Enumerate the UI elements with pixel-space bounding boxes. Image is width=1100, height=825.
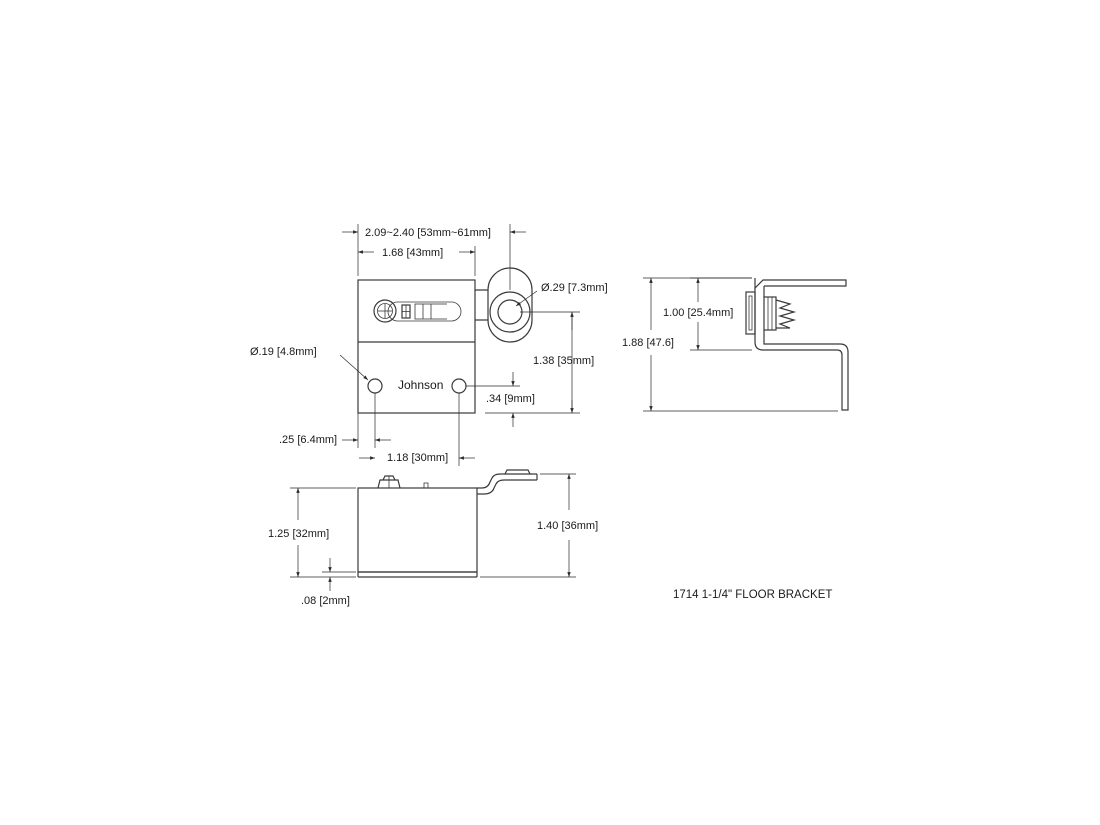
roller-hole [497, 299, 523, 325]
side-view [745, 278, 849, 411]
drawing-caption: 1714 1-1/4" FLOOR BRACKET [673, 589, 832, 601]
logo-text: Johnson [398, 378, 443, 392]
side-view-dimensions: 1.88 [47.6] 1.00 [25.4mm] [622, 277, 838, 412]
side-plate [745, 291, 756, 335]
dim-overall-height: 1.40 [36mm] [537, 520, 598, 532]
bottom-view-dimensions: 1.25 [32mm] .08 [2mm] 1.40 [36mm] [268, 473, 598, 607]
dim-body-width: 1.68 [43mm] [382, 247, 443, 259]
dim-body-height: 1.25 [32mm] [268, 528, 329, 540]
dim-side-overall-height: 1.88 [47.6] [622, 337, 674, 349]
roller-tab [475, 267, 533, 343]
dim-overall-width: 2.09~2.40 [53mm~61mm] [365, 227, 491, 239]
bottom-view [357, 469, 538, 578]
front-view: Johnson [357, 267, 533, 414]
dim-hole-diameter: Ø.19 [4.8mm] [250, 346, 317, 358]
dim-hole-vertical-offset: .34 [9mm] [486, 393, 535, 405]
front-view-dimensions: 2.09~2.40 [53mm~61mm] 1.68 [43mm] Ø.29 [… [250, 224, 608, 466]
dim-plate-thickness: .08 [2mm] [301, 595, 350, 607]
dim-hole-spacing: 1.18 [30mm] [387, 452, 448, 464]
adjustment-screw [373, 299, 462, 323]
bottom-body [357, 487, 478, 573]
dim-side-spring-height: 1.00 [25.4mm] [663, 307, 733, 319]
dim-roller-diameter: Ø.29 [7.3mm] [541, 282, 608, 294]
dim-roller-height: 1.38 [35mm] [533, 355, 594, 367]
side-spring [775, 299, 797, 329]
mounting-hole-right [451, 378, 467, 394]
mounting-hole-left [367, 378, 383, 394]
dim-hole-horizontal-offset: .25 [6.4mm] [279, 434, 337, 446]
side-roller [763, 296, 777, 331]
front-body [357, 279, 476, 414]
